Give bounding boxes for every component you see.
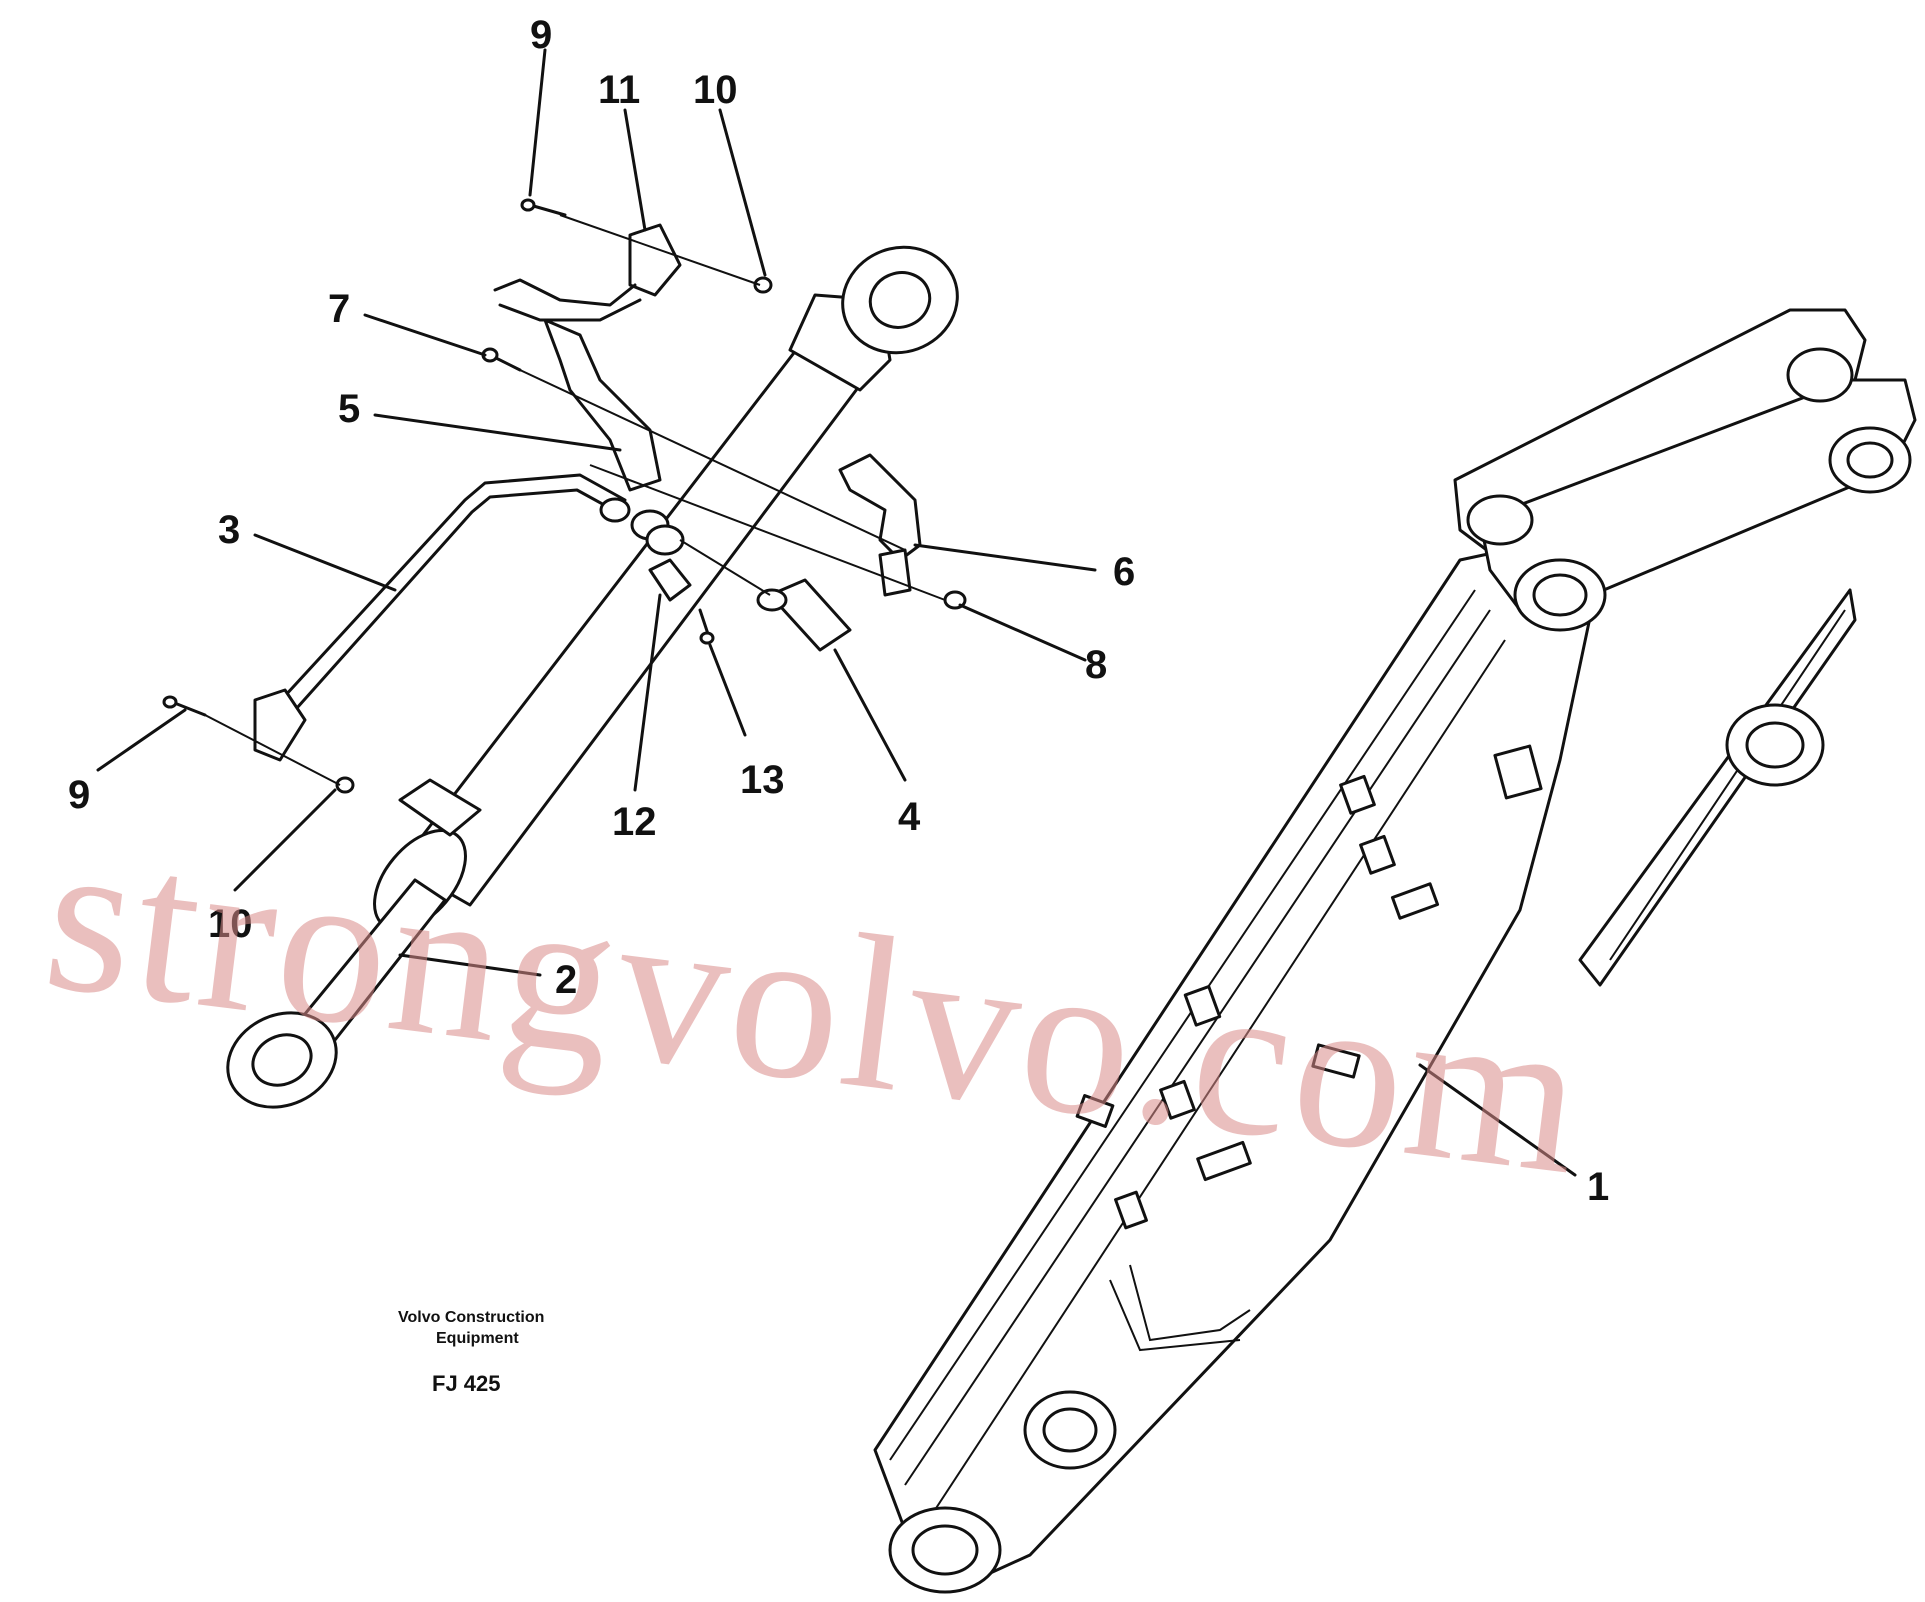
arm-cylinder (226, 245, 959, 1109)
boom-foot-pin-boss (888, 1506, 1002, 1594)
pipe-connector-4 (756, 578, 852, 652)
rod-eye (226, 1011, 338, 1109)
boom-cylinder-pin-boss (1725, 703, 1825, 787)
boom-head-pin-boss-upper (1828, 426, 1912, 494)
callout-7: 7 (328, 287, 350, 331)
boom-head-pin-boss-lower (1513, 558, 1607, 632)
upper-bracket (493, 223, 682, 492)
clamp-pieces (599, 497, 685, 556)
boom-middle-pin-boss (1023, 1390, 1117, 1470)
credit-line-2: Equipment (436, 1330, 519, 1347)
credit-line-1: Volvo Construction (398, 1309, 544, 1326)
washer-10-lower (335, 776, 355, 794)
bolt-13 (698, 608, 715, 645)
callout-12: 12 (612, 800, 657, 844)
pipe-clamp-6 (838, 453, 922, 597)
callout-6: 6 (1113, 550, 1135, 594)
callout-5: 5 (338, 387, 360, 431)
boom-head-pin-boss-rear (1466, 347, 1854, 546)
figure-code: FJ 425 (432, 1371, 501, 1396)
callout-labels: 9 11 10 7 5 3 6 8 13 12 4 9 10 2 1 (68, 13, 1609, 1209)
callout-13: 13 (740, 758, 785, 802)
callout-10: 10 (693, 68, 738, 112)
callout-10-lower: 10 (208, 902, 253, 946)
leader-lines (96, 48, 1097, 977)
cylinder-head-eye (841, 245, 959, 355)
washer-10-upper (753, 276, 773, 294)
callout-9: 9 (530, 13, 552, 57)
callout-9-lower: 9 (68, 773, 90, 817)
callout-4: 4 (898, 795, 921, 839)
callout-11: 11 (598, 68, 640, 112)
clamp-half-12 (648, 558, 692, 602)
callout-2: 2 (555, 958, 577, 1002)
callout-1: 1 (1587, 1165, 1609, 1209)
bolt-7 (481, 347, 522, 372)
boom-assembly (873, 308, 1917, 1594)
bolt-9-upper (520, 198, 567, 217)
callout-3: 3 (218, 508, 240, 552)
callout-8: 8 (1085, 643, 1107, 687)
bolt-9-lower (162, 695, 207, 717)
hydraulic-pipe (253, 473, 627, 762)
